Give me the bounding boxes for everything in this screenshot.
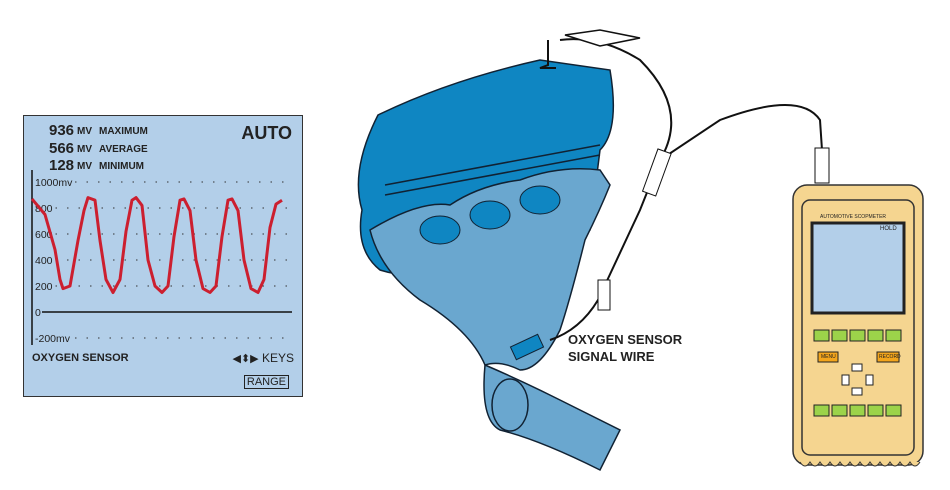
min-label: MINIMUM [99,161,144,172]
channel-label: OXYGEN SENSOR [32,352,129,364]
keys-hint: ◀⬍▶ KEYS [233,351,295,365]
record-button[interactable]: RECORD [879,354,901,360]
alligator-clip [564,29,641,47]
arrow-keypad [841,363,874,396]
y-tick-label: 200 [35,281,53,293]
max-label: MAXIMUM [99,126,148,137]
oxygen-sensor [509,333,545,361]
scope-hold-status: HOLD [880,226,897,232]
soft-keys [813,329,902,417]
min-unit: MV [77,161,92,172]
max-value: 936 [49,122,75,139]
avg-value: 566 [49,140,75,157]
keys-label: KEYS [261,351,294,365]
y-tick-label: 1000mv [35,177,73,189]
callout-line1: OXYGEN SENSOR [568,332,683,347]
arrows-icon: ◀⬍▶ [232,353,259,365]
scope-display-panel: 936 MV MAXIMUM 566 MV AVERAGE 128 MV MIN… [23,115,303,397]
signal-trace [30,196,283,294]
scope-brand: AUTOMOTIVE SCOPMETER [820,214,887,220]
y-tick-label: 600 [35,229,53,241]
menu-button[interactable]: MENU [821,354,836,360]
avg-unit: MV [77,144,92,155]
back-probe [597,148,672,311]
y-tick-label: -200mv [35,333,71,345]
y-tick-label: 400 [35,255,53,267]
y-tick-label: 0 [35,307,41,319]
scope-device [792,147,924,467]
mode-indicator: AUTO [241,123,292,143]
max-unit: MV [77,126,92,137]
range-button[interactable]: RANGE [243,375,289,389]
callout-line2: SIGNAL WIRE [568,349,655,364]
min-value: 128 [49,157,75,174]
exhaust-manifold [357,59,622,472]
avg-label: AVERAGE [99,144,148,155]
